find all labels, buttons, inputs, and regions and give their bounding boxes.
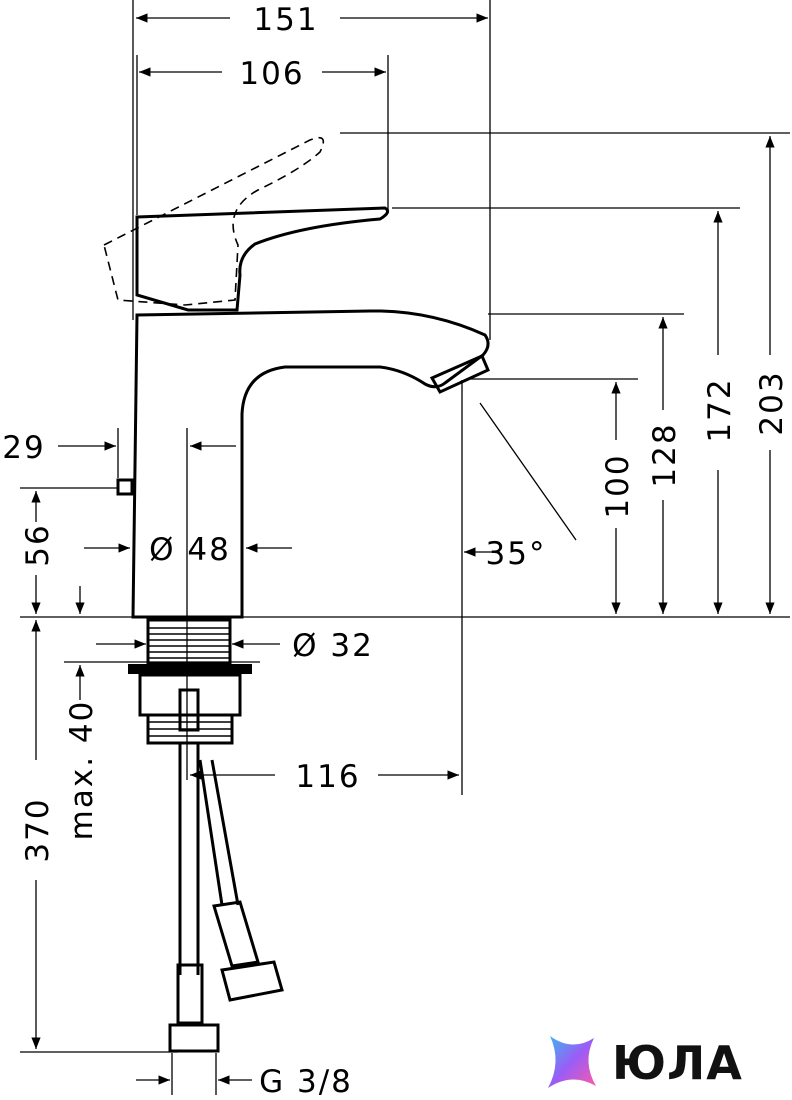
dim-116: 116 <box>190 759 459 795</box>
shank-threads <box>148 627 230 659</box>
dim-370: 370 <box>20 620 56 1049</box>
hose-nut-bent <box>220 960 284 1002</box>
popup-rod <box>116 478 134 496</box>
dim-max40: max. 40 <box>64 586 100 840</box>
dim-370-label: 370 <box>20 797 56 862</box>
dim-106: 106 <box>139 56 386 92</box>
dim-35-label: 35° <box>486 536 547 572</box>
dim-max40-label: max. 40 <box>64 700 100 841</box>
spout-body <box>131 309 490 619</box>
brand-watermark: ЮЛА <box>540 1030 790 1096</box>
brand-name: ЮЛА <box>612 1036 743 1090</box>
dim-128: 128 <box>647 317 683 614</box>
dim-48: Ø 48 <box>84 532 292 568</box>
dim-172: 172 <box>702 211 738 614</box>
dim-100: 100 <box>600 382 636 614</box>
hose-fitting-bent <box>212 900 260 968</box>
dim-106-label: 106 <box>239 56 304 92</box>
dim-128-label: 128 <box>647 422 683 487</box>
extension-lines <box>20 0 790 1095</box>
dim-32: Ø 32 <box>96 628 374 664</box>
dim-203-label: 203 <box>754 370 790 435</box>
dim-56-label: 56 <box>20 523 56 566</box>
dim-56: 56 <box>20 491 56 614</box>
hose-bent <box>198 759 240 906</box>
brand-logo-icon <box>548 1036 596 1088</box>
washer <box>128 664 252 674</box>
lock-nut <box>138 673 242 717</box>
hose-nut-straight <box>168 1023 220 1053</box>
dim-32-label: Ø 32 <box>292 628 374 664</box>
hose-straight <box>178 743 200 975</box>
dim-151: 151 <box>136 2 488 38</box>
dim-g38: G 3/8 <box>136 1064 353 1100</box>
dim-151-label: 151 <box>253 2 318 38</box>
dim-35-degrees: 35° <box>464 536 547 572</box>
lever-raised-position <box>103 136 325 306</box>
dim-100-label: 100 <box>600 453 636 518</box>
dim-29: 29 <box>2 430 236 466</box>
center-bolt <box>178 688 200 732</box>
dim-172-label: 172 <box>702 377 738 442</box>
aerator <box>429 354 490 394</box>
faucet-outline <box>103 136 490 1053</box>
dim-29-label: 29 <box>2 430 45 466</box>
hose-fitting-straight <box>176 963 204 1025</box>
lever-handle <box>135 206 390 312</box>
dim-g38-label: G 3/8 <box>259 1064 353 1100</box>
dim-203: 203 <box>754 136 790 614</box>
dim-48-label: Ø 48 <box>149 532 231 568</box>
dim-116-label: 116 <box>295 759 360 795</box>
